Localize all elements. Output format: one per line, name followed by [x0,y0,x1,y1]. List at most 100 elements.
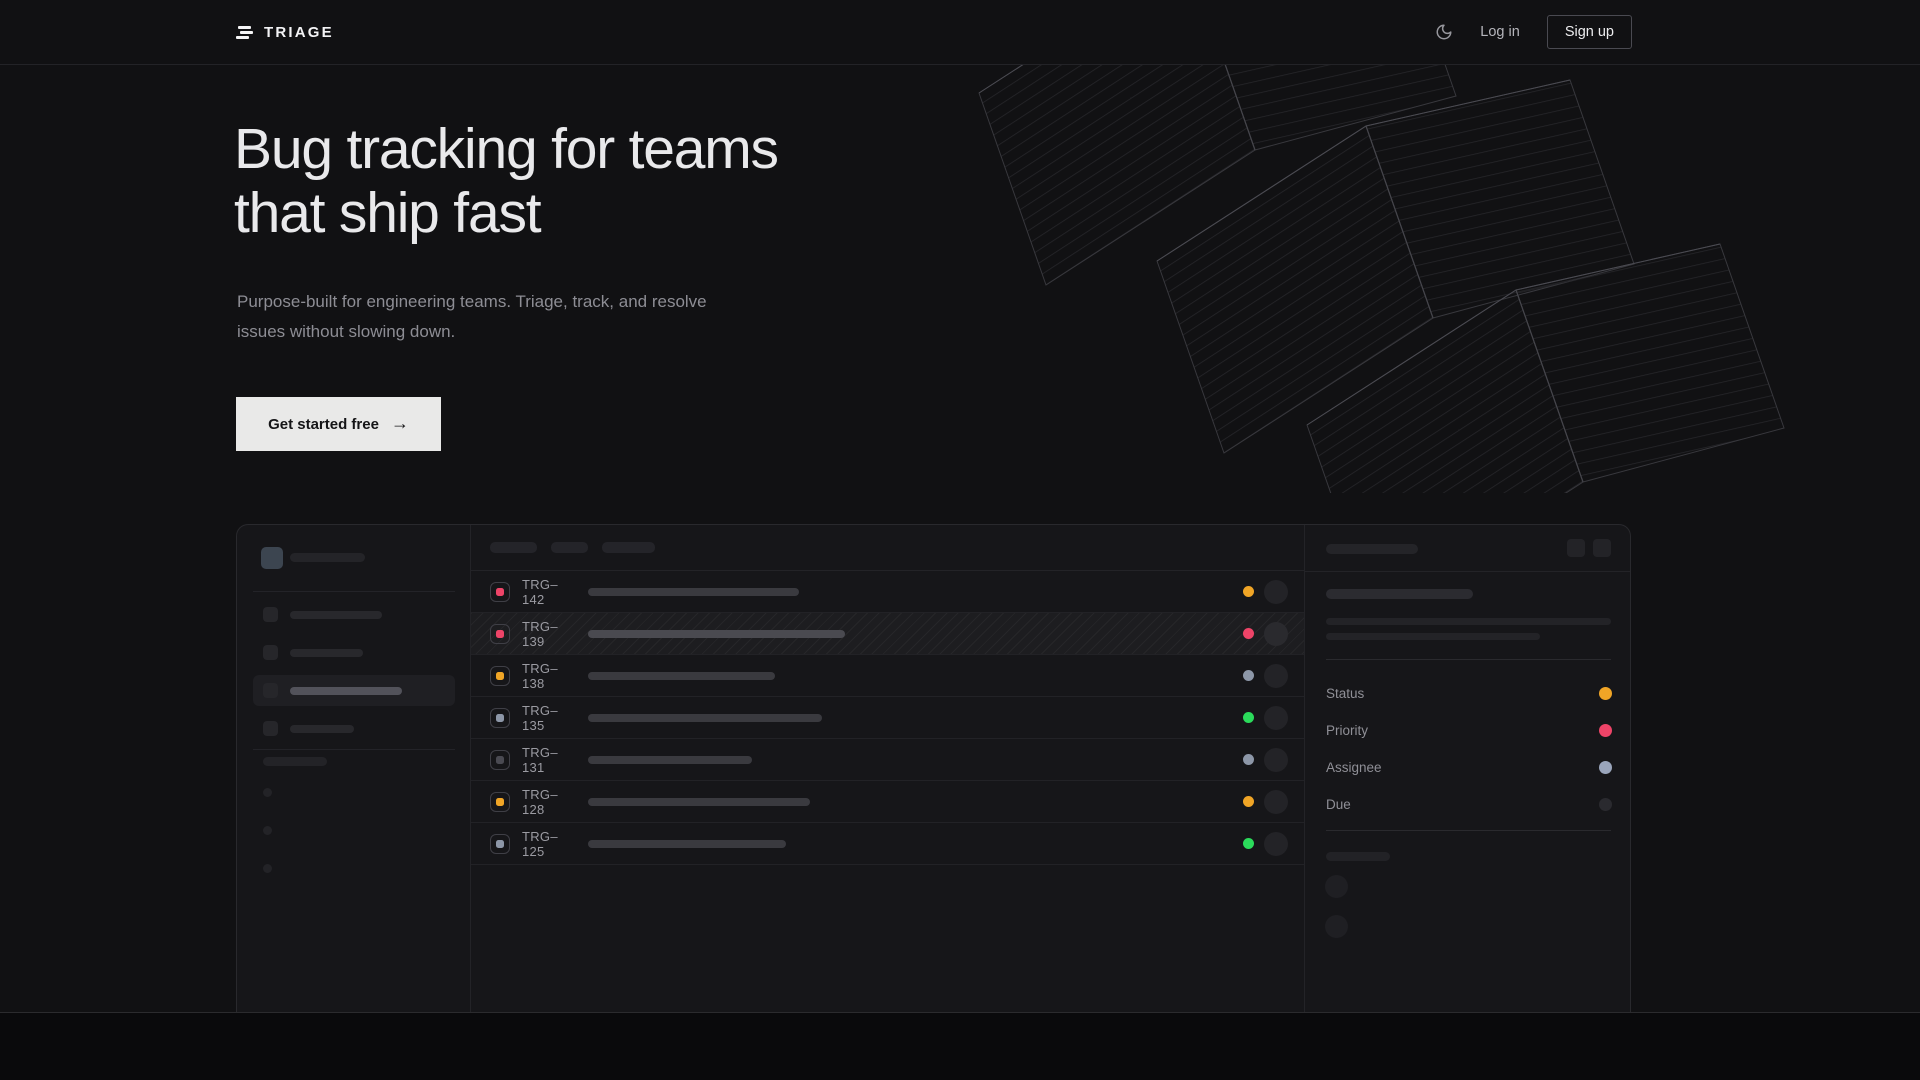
status-dot [1243,670,1254,681]
issue-row-meta [1243,789,1288,814]
triage-logo-icon [236,25,253,39]
field-label: Due [1326,797,1351,812]
detail-field-row[interactable]: Status [1305,675,1630,712]
detail-body-skeleton [1326,633,1540,640]
cta-label: Get started free [268,415,379,433]
status-dot [1243,796,1254,807]
sidebar-dot [263,788,272,797]
detail-fields: Status Priority Assignee Due [1305,675,1630,823]
title-line-2: that ship fast [234,181,542,245]
issue-row[interactable]: TRG–139 [471,613,1304,655]
nav-actions: Log in Sign up [1435,15,1632,49]
sidebar-nav-item[interactable] [253,713,455,744]
issue-type-icon [490,749,510,770]
login-link[interactable]: Log in [1480,24,1520,40]
sidebar-nav-item[interactable] [253,599,455,630]
workspace-avatar[interactable] [261,547,283,569]
sidebar-nav-item-active[interactable] [253,675,455,706]
status-dot [1243,586,1254,597]
field-label: Status [1326,686,1365,701]
issue-id: TRG–138 [522,660,558,691]
field-label: Priority [1326,723,1369,738]
brand[interactable]: TRIAGE [236,24,334,41]
issue-row-meta [1243,621,1288,646]
issue-id: TRG–142 [522,576,558,607]
brand-name: TRIAGE [264,23,334,41]
detail-header-divider [1305,571,1630,572]
assignee-avatar [1264,621,1288,646]
theme-toggle-button[interactable] [1435,23,1453,41]
issue-id: TRG–135 [522,702,558,733]
signup-button[interactable]: Sign up [1546,15,1632,49]
footer-section [0,1014,1920,1080]
status-dot [1243,838,1254,849]
assignee-avatar [1264,789,1288,814]
sidebar-item-label-skeleton [290,686,402,695]
issue-row[interactable]: TRG–142 [471,571,1304,613]
detail-action-button[interactable] [1593,539,1611,557]
status-dot [1243,712,1254,723]
issue-title-skeleton [588,755,752,764]
get-started-button[interactable]: Get started free → [236,397,441,451]
issue-id: TRG–131 [522,744,558,775]
issue-row[interactable]: TRG–131 [471,739,1304,781]
sidebar-dot [263,864,272,873]
list-filter-skeleton [490,542,537,553]
sidebar-nav-item[interactable] [253,637,455,668]
detail-body-skeleton [1326,618,1611,625]
detail-comments-skeleton [1326,852,1390,861]
issue-type-icon [490,707,510,728]
detail-title-skeleton [1326,589,1473,599]
sidebar-divider [253,749,455,750]
detail-field-row[interactable]: Due [1305,786,1630,823]
assignee-avatar [1264,579,1288,604]
issue-row-meta [1243,663,1288,688]
hero-subtitle: Purpose-built for engineering teams. Tri… [237,292,707,341]
sidebar-item-icon [263,721,278,736]
issue-title-skeleton [588,587,799,596]
issue-row[interactable]: TRG–135 [471,697,1304,739]
issue-row-meta [1243,579,1288,604]
issue-type-icon [490,665,510,686]
field-value-dot [1599,798,1612,811]
detail-header-skeleton [1326,544,1418,554]
status-dot [1243,628,1254,639]
issue-title-skeleton [588,797,810,806]
issue-row-meta [1243,831,1288,856]
issue-title-skeleton [588,671,775,680]
detail-divider [1326,659,1611,660]
sidebar-nav [253,599,455,744]
issue-rows: TRG–142 TRG–139 TRG–138 TRG–135 [471,571,1304,865]
issue-title-skeleton [588,839,786,848]
sidebar-item-icon [263,607,278,622]
sidebar-divider [253,591,455,592]
issue-id: TRG–139 [522,618,558,649]
list-filter-skeleton [602,542,655,553]
wireframe-slab-3 [1306,243,1785,493]
field-label: Assignee [1326,760,1382,775]
issue-row-meta [1243,705,1288,730]
title-line-1: Bug tracking for teams [234,117,779,181]
assignee-avatar [1264,705,1288,730]
detail-field-row[interactable]: Assignee [1305,749,1630,786]
workspace-name-skeleton [290,553,365,562]
detail-action-button[interactable] [1567,539,1585,557]
sidebar-item-label-skeleton [290,610,382,619]
issue-row[interactable]: TRG–138 [471,655,1304,697]
issue-row[interactable]: TRG–125 [471,823,1304,865]
issue-id: TRG–125 [522,828,558,859]
list-filter-skeleton [551,542,588,553]
field-value-dot [1599,724,1612,737]
detail-field-row[interactable]: Priority [1305,712,1630,749]
issue-row[interactable]: TRG–128 [471,781,1304,823]
sidebar-item-icon [263,683,278,698]
assignee-avatar [1264,747,1288,772]
issue-type-icon [490,581,510,602]
mockup-sidebar [237,525,471,1012]
field-value-dot [1599,687,1612,700]
list-header [471,525,1304,571]
detail-divider [1326,830,1611,831]
issue-detail-pane: Status Priority Assignee Due [1305,525,1630,1012]
